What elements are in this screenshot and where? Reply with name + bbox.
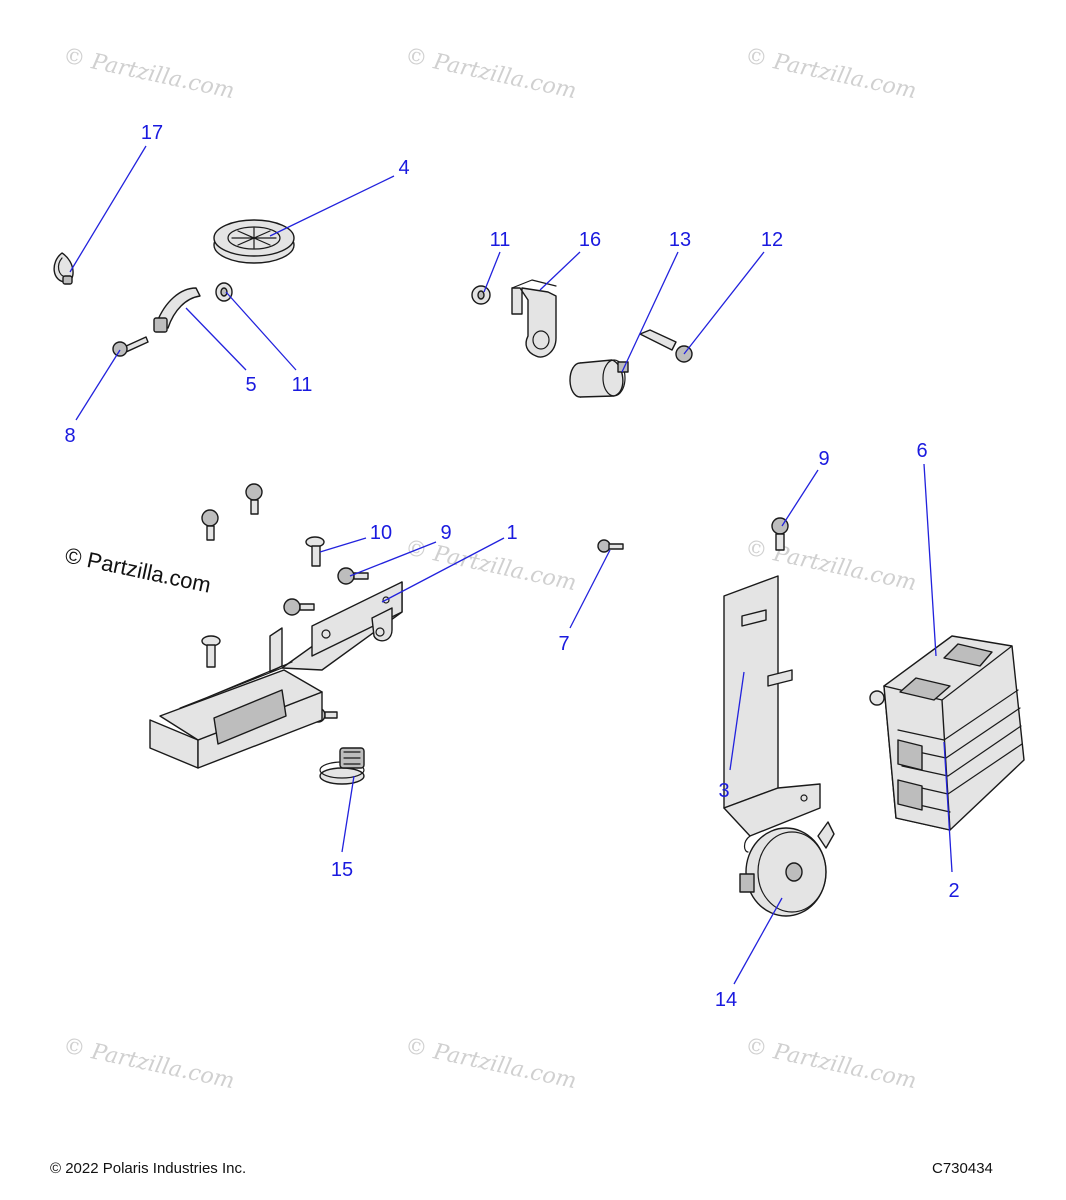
- callout-11[interactable]: 11: [292, 374, 313, 396]
- watermark: © Partzilla.com: [61, 1033, 237, 1094]
- callout-9[interactable]: 9: [440, 522, 451, 544]
- part-7-bolt: [597, 539, 624, 553]
- watermarks: © Partzilla.com © Partzilla.com © Partzi…: [61, 43, 919, 1094]
- callout-10[interactable]: 10: [370, 522, 392, 544]
- callout-16[interactable]: 16: [579, 229, 601, 251]
- part-11-nut: [215, 282, 233, 302]
- callout-1[interactable]: 1: [506, 522, 517, 544]
- loose-bolt-b: [201, 509, 219, 541]
- part-3-bracket: [723, 575, 821, 853]
- part-16-bracket: [511, 279, 557, 358]
- callout-6[interactable]: 6: [916, 440, 927, 462]
- part-13-switch: [569, 359, 629, 398]
- watermark: © Partzilla.com: [403, 1033, 579, 1094]
- part-12-bolt: [639, 329, 693, 363]
- loose-bolt-d: [201, 635, 221, 668]
- callout-8[interactable]: 8: [64, 425, 75, 447]
- part-4-grommet: [213, 219, 295, 264]
- part-9-bolt: [337, 567, 369, 585]
- part-11-nut-upper: [471, 285, 491, 305]
- diagram-code: C730434: [932, 1160, 993, 1177]
- part-17-cable-tie: [53, 252, 74, 285]
- callout-14[interactable]: 14: [715, 989, 737, 1011]
- watermark: © Partzilla.com: [403, 43, 579, 104]
- callouts: 17 4 11 16 13 12 5 11 8 9 6 10 9 1 7 3 2…: [64, 122, 959, 1011]
- callout-17[interactable]: 17: [141, 122, 163, 144]
- parts: [53, 219, 1025, 917]
- callout-13[interactable]: 13: [669, 229, 691, 251]
- callout-15[interactable]: 15: [331, 859, 353, 881]
- loose-bolt-c: [283, 598, 315, 616]
- part-1-mounting-bracket: [149, 581, 403, 769]
- watermark-overlay: © Partzilla.com: [63, 542, 213, 597]
- callout-11[interactable]: 11: [490, 229, 511, 251]
- part-15-hose-clamp: [319, 747, 365, 785]
- watermark: © Partzilla.com: [61, 43, 237, 104]
- callout-4[interactable]: 4: [398, 157, 409, 179]
- part-2-regulator: [869, 635, 1025, 831]
- part-5-clamp: [153, 287, 201, 333]
- loose-bolt-a: [245, 483, 263, 515]
- watermark: © Partzilla.com: [743, 1033, 919, 1094]
- leader-lines: [69, 145, 953, 985]
- callout-12[interactable]: 12: [761, 229, 783, 251]
- part-8-bolt: [112, 336, 149, 357]
- callout-3[interactable]: 3: [718, 780, 729, 802]
- callout-5[interactable]: 5: [245, 374, 256, 396]
- copyright-text: © 2022 Polaris Industries Inc.: [50, 1160, 247, 1177]
- watermark: © Partzilla.com: [743, 43, 919, 104]
- part-10-bolt: [305, 536, 325, 567]
- callout-2[interactable]: 2: [948, 880, 959, 902]
- part-14-horn: [739, 821, 835, 917]
- callout-7[interactable]: 7: [558, 633, 569, 655]
- callout-9[interactable]: 9: [818, 448, 829, 470]
